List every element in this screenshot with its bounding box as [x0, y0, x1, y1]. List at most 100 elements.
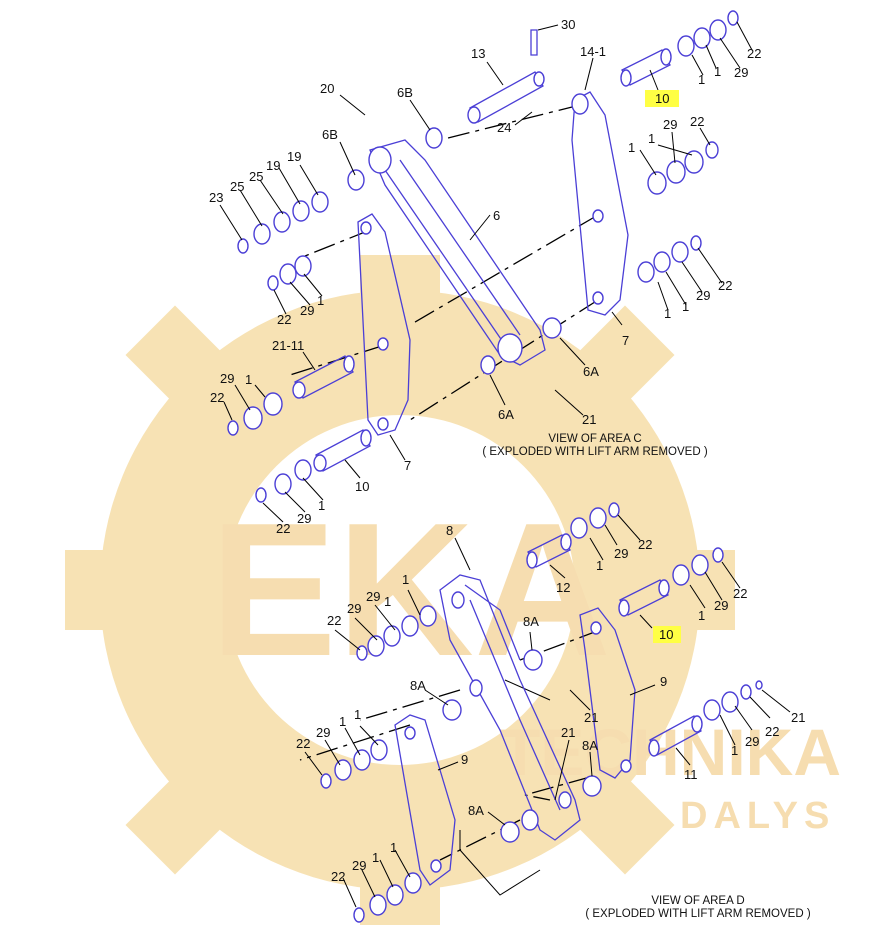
label-22: 22	[210, 390, 224, 405]
label-10: 10	[355, 479, 369, 494]
label-7: 7	[622, 333, 629, 348]
washer-stack-mid-right	[647, 141, 719, 195]
label-29: 29	[347, 601, 361, 616]
label-11: 11	[684, 767, 698, 782]
label-1: 1	[245, 372, 252, 387]
washer-stack-left-bottom	[255, 459, 312, 503]
label-6a: 6A	[583, 364, 599, 379]
caption-area-d: VIEW OF AREA D ( EXPLODED WITH LIFT ARM …	[585, 895, 811, 920]
label-8: 8	[446, 523, 453, 538]
label-1: 1	[664, 306, 671, 321]
washer-stack-left-low	[227, 392, 283, 436]
label-6a: 6A	[498, 407, 514, 422]
label-1: 1	[596, 558, 603, 573]
label-20: 20	[320, 81, 334, 96]
area-d-assembly	[299, 502, 763, 923]
washer-stack-left-mid	[267, 255, 312, 291]
washer-stack-d-right-low	[703, 680, 763, 721]
label-19: 19	[287, 149, 301, 164]
callout-labels: 30 13 14-1 22 1 29 1 10 20 6B 24 6B 1 29…	[209, 17, 805, 884]
label-10: 10	[655, 91, 669, 106]
label-29: 29	[316, 725, 330, 740]
label-1: 1	[731, 743, 738, 758]
label-8a: 8A	[582, 738, 598, 753]
label-22: 22	[747, 46, 761, 61]
label-29: 29	[220, 371, 234, 386]
label-10: 10	[659, 627, 673, 642]
plate-9-left	[394, 714, 456, 886]
label-29: 29	[300, 303, 314, 318]
bolt-30	[530, 29, 538, 56]
label-22: 22	[277, 312, 291, 327]
label-22: 22	[327, 613, 341, 628]
watermark: EKA TECHNIKA DALYS	[65, 255, 841, 925]
plate-9-right	[579, 607, 636, 779]
label-29: 29	[714, 598, 728, 613]
washer-stack-top-right	[677, 10, 739, 57]
label-22: 22	[296, 736, 310, 751]
label-25: 25	[249, 169, 263, 184]
leader-lines	[219, 21, 791, 908]
link-6	[369, 139, 546, 366]
label-23: 23	[209, 190, 223, 205]
label-7: 7	[404, 458, 411, 473]
label-1: 1	[372, 850, 379, 865]
label-22: 22	[733, 586, 747, 601]
watermark-brand: EKA	[210, 484, 611, 696]
washer-stack-d-top	[570, 502, 620, 539]
label-14-1: 14-1	[580, 44, 606, 59]
gear-watermark-icon	[65, 255, 735, 925]
label-29: 29	[297, 511, 311, 526]
frame-8	[439, 574, 581, 841]
plate-7-left	[357, 213, 411, 436]
label-21: 21	[582, 412, 596, 427]
label-1: 1	[682, 299, 689, 314]
caption-area-c: VIEW OF AREA C ( EXPLODED WITH LIFT ARM …	[482, 433, 708, 458]
pin-13	[467, 71, 545, 124]
label-22: 22	[331, 869, 345, 884]
caption-area-c-title: VIEW OF AREA C	[548, 433, 641, 445]
label-29: 29	[696, 288, 710, 303]
label-21: 21	[561, 725, 575, 740]
label-29: 29	[352, 858, 366, 873]
label-25: 25	[230, 179, 244, 194]
label-24: 24	[497, 120, 511, 135]
label-1: 1	[402, 572, 409, 587]
label-22: 22	[718, 278, 732, 293]
label-22: 22	[765, 724, 779, 739]
label-13: 13	[471, 46, 485, 61]
label-29: 29	[745, 734, 759, 749]
caption-area-d-subtitle: ( EXPLODED WITH LIFT ARM REMOVED )	[585, 908, 811, 920]
label-21: 21	[584, 710, 598, 725]
label-6b: 6B	[322, 127, 338, 142]
label-9: 9	[461, 752, 468, 767]
highlight-10-top	[645, 90, 679, 107]
washer-stack-d-left-mid	[320, 739, 388, 789]
label-1: 1	[354, 707, 361, 722]
caption-area-c-subtitle: ( EXPLODED WITH LIFT ARM REMOVED )	[482, 446, 708, 458]
pin-12	[526, 533, 572, 569]
pin-10-area-d	[618, 579, 670, 617]
washer-stack-upper-left	[237, 191, 329, 254]
label-29: 29	[366, 589, 380, 604]
label-8a: 8A	[468, 803, 484, 818]
pin-21-11	[292, 355, 355, 399]
label-1: 1	[698, 72, 705, 87]
label-21-11: 21-11	[272, 338, 304, 353]
label-1: 1	[339, 714, 346, 729]
label-1: 1	[714, 64, 721, 79]
label-1: 1	[698, 608, 705, 623]
label-1: 1	[384, 594, 391, 609]
label-1: 1	[318, 498, 325, 513]
label-21: 21	[791, 710, 805, 725]
washer-stack-d-left-top	[356, 605, 437, 661]
label-29: 29	[614, 546, 628, 561]
label-6b: 6B	[397, 85, 413, 100]
pin-10-bottom	[313, 429, 372, 472]
pin-11	[648, 715, 703, 757]
plate-7-right	[571, 91, 629, 316]
washer-stack-d-left-bottom	[353, 872, 422, 923]
highlight-10-area-d	[653, 626, 681, 643]
label-1: 1	[390, 840, 397, 855]
label-1: 1	[317, 293, 324, 308]
